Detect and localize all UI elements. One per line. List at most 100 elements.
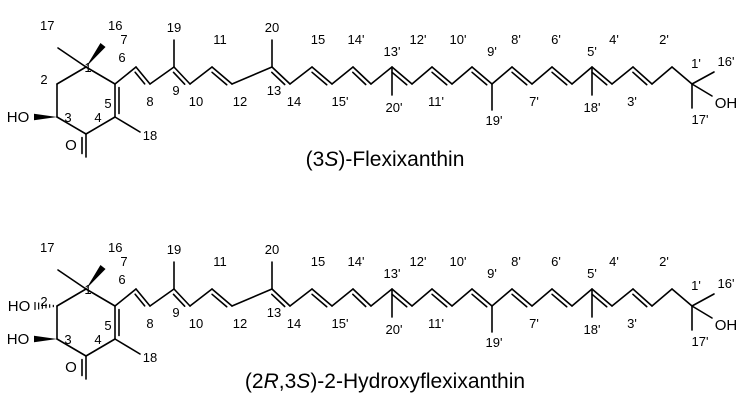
c2-hydroxyl-label: HO	[8, 298, 31, 315]
atom-label-c1: 1	[84, 60, 91, 75]
atom-label-c16p: 16'	[718, 276, 735, 291]
chain-bond-16	[451, 66, 473, 85]
bond-c2-oh-hashed	[34, 302, 54, 310]
atom-label-c14: 14	[287, 316, 301, 331]
atom-label-c13: 13	[267, 305, 281, 320]
c1p-hydroxyl-label: OH	[715, 317, 738, 334]
chain-bond-5-double	[211, 66, 233, 85]
atom-label-c6: 6	[118, 50, 125, 65]
chain-bond-13-double	[391, 66, 413, 85]
atom-label-c12p: 12'	[410, 32, 427, 47]
chain-bond-21-double-second-line	[551, 71, 568, 86]
atom-label-c9: 9	[172, 83, 179, 98]
chain-bond-1-double	[135, 66, 151, 85]
chain-bond-9-double-second-line	[311, 293, 328, 308]
chain-bond-19-double	[511, 288, 533, 307]
atom-label-c19: 19	[167, 20, 181, 35]
bond-c4-c5	[85, 116, 116, 135]
atom-label-c15: 15	[311, 254, 325, 269]
atom-label-c3: 3	[64, 332, 71, 347]
atom-label-c6: 6	[118, 272, 125, 287]
chain-bond-23-double	[591, 66, 613, 85]
atom-label-c14: 14	[287, 94, 301, 109]
atom-label-c14p: 14'	[348, 32, 365, 47]
atom-label-c6p: 6'	[551, 254, 561, 269]
atom-label-c5: 5	[104, 318, 111, 333]
bond-c1-c16-wedge	[86, 265, 106, 289]
atom-label-c10p: 10'	[450, 32, 467, 47]
bond-c1-c17	[57, 269, 87, 290]
atom-label-c16: 16	[108, 18, 122, 33]
chain-bond-15-double-second-line	[431, 71, 448, 86]
chain-bond-25-double	[632, 66, 653, 85]
chain-bond-11-double	[352, 66, 372, 85]
atom-label-c11p: 11'	[428, 316, 444, 331]
atom-label-c13p: 13'	[384, 266, 401, 281]
chain-bond-3-double-second-line	[172, 293, 186, 307]
chain-bond-21-double	[551, 66, 573, 85]
chain-bond-3-double-second-line	[172, 71, 186, 85]
chain-bond-19-double-second-line	[511, 71, 528, 86]
atom-label-c15: 15	[311, 32, 325, 47]
chain-bond-7-double	[271, 288, 291, 307]
chain-bond-26	[651, 288, 673, 307]
atom-label-c19p: 19'	[486, 335, 503, 350]
atom-label-c17: 17	[40, 240, 54, 255]
chain-bond-13-double-second-line	[391, 71, 408, 86]
atom-label-c1p: 1'	[691, 56, 701, 71]
atom-label-c7: 7	[120, 32, 127, 47]
chain-bond-2	[149, 66, 175, 85]
c3-hydroxyl-label: HO	[7, 109, 30, 126]
atom-label-c2: 2	[40, 72, 47, 87]
chain-bond-10	[331, 288, 354, 307]
chain-bond-23-double-second-line	[591, 71, 608, 86]
chain-bond-1-double	[135, 288, 151, 307]
chain-bond-12	[370, 288, 393, 307]
chain-bond-22	[571, 66, 593, 85]
atom-label-c9: 9	[172, 305, 179, 320]
bond-c5-c18	[114, 338, 141, 355]
chain-bond-24	[611, 66, 634, 85]
atom-label-c4: 4	[94, 332, 101, 347]
caption-hydroxyflexixanthin: (2R,3S)-2-Hydroxyflexixanthin	[245, 370, 525, 393]
keto-oxygen-label: O	[65, 359, 77, 376]
atom-label-c8p: 8'	[511, 32, 521, 47]
chain-bond-17-double	[471, 66, 493, 85]
atom-label-c15p: 15'	[332, 94, 349, 109]
atom-label-c13p: 13'	[384, 44, 401, 59]
chain-bond-17-double-second-line	[471, 71, 488, 86]
chain-bond-11-double	[352, 288, 372, 307]
chain-bond-17-double	[471, 288, 493, 307]
atom-label-c20p: 20'	[386, 100, 403, 115]
chain-bond-8	[289, 288, 313, 307]
chain-bond-9-double	[311, 66, 333, 85]
chain-bond-20	[531, 66, 553, 85]
chain-bond-15-double	[431, 66, 453, 85]
bond-c1p-oh	[691, 305, 713, 319]
keto-oxygen-label: O	[65, 137, 77, 154]
bond-c1-c2	[56, 288, 87, 307]
chain-bond-5-double-second-line	[211, 71, 228, 86]
bond-c1-c16-wedge	[86, 43, 106, 67]
chain-bond-22	[571, 288, 593, 307]
chain-bond-19-double	[511, 66, 533, 85]
atom-label-c5p: 5'	[587, 44, 597, 59]
chain-bond-25-double	[632, 288, 653, 307]
chain-bond-6	[231, 66, 273, 85]
c1p-hydroxyl-label: OH	[715, 95, 738, 112]
bond-c3-c4	[56, 338, 87, 357]
chain-bond-5-double	[211, 288, 233, 307]
atom-label-c8p: 8'	[511, 254, 521, 269]
chain-bond-3-double	[173, 66, 191, 85]
atom-label-c17p: 17'	[692, 334, 709, 349]
chain-bond-20	[531, 288, 553, 307]
chain-bond-23-double-second-line	[591, 293, 608, 308]
atom-label-c8: 8	[146, 94, 153, 109]
atom-label-c10: 10	[189, 316, 203, 331]
atom-label-c11: 11	[213, 254, 227, 269]
atom-label-c2: 2	[40, 294, 47, 309]
bond-c1p-c16p	[691, 293, 715, 307]
atom-label-c7p: 7'	[529, 316, 539, 331]
atom-label-c16p: 16'	[718, 54, 735, 69]
